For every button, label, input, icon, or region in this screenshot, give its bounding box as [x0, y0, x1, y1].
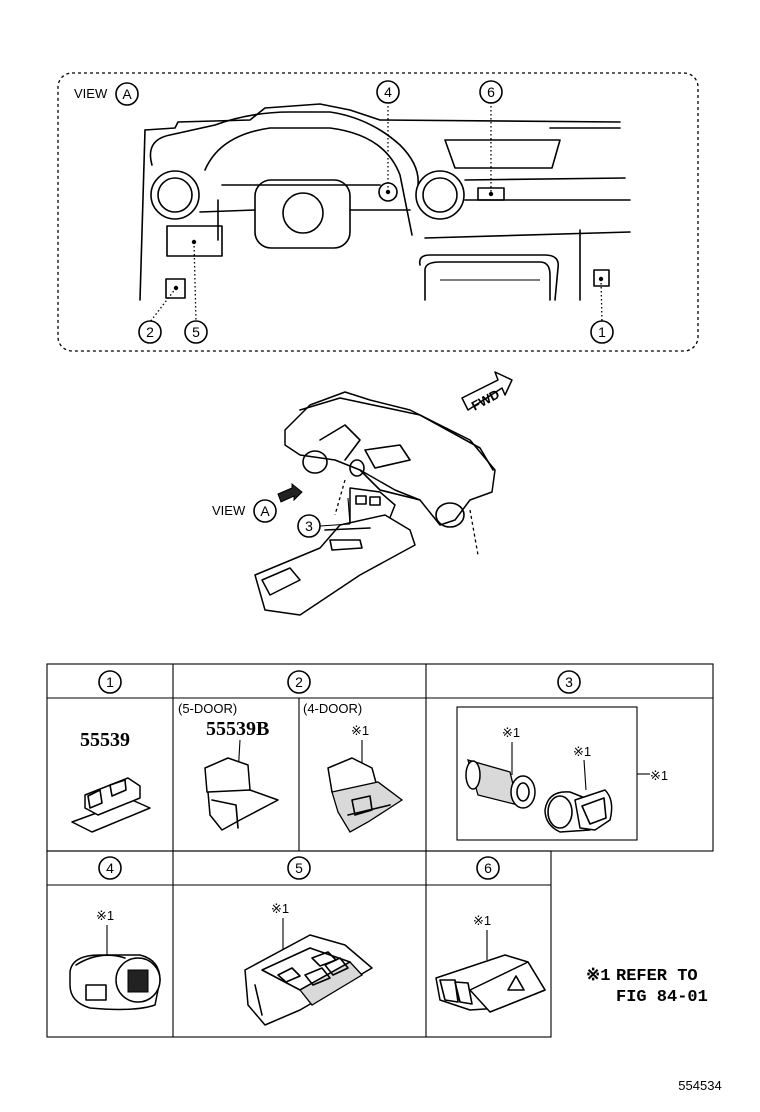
callout-1-circle [590, 320, 614, 344]
svg-text:3: 3 [565, 674, 573, 690]
cell3-ref-outer: ※1 [650, 768, 668, 783]
callout-5-number: 5 [192, 324, 200, 340]
cell2-left-code: 55539B [206, 718, 269, 740]
header-5: 5 [287, 856, 311, 880]
note-line1: REFER TO [616, 967, 698, 986]
cell1-part-code: 55539 [80, 729, 130, 751]
cell2-right-variant: (4-DOOR) [303, 701, 362, 716]
header-3: 3 [557, 670, 581, 694]
switch-1-location [593, 269, 610, 287]
dashboard-drawing [139, 103, 631, 301]
cell6-ref: ※1 [473, 913, 491, 928]
callout-1-number: 1 [598, 324, 606, 340]
cell5-switch-drawing [244, 934, 373, 1026]
callout-2-circle [138, 320, 162, 344]
overview-view-label: VIEW [212, 503, 246, 518]
hazard-switch-location [477, 187, 505, 201]
view-a-label: VIEW [74, 86, 108, 101]
dashboard-overview: FWD VIEW A 3 [212, 371, 513, 616]
cell4-switch-drawing [69, 954, 161, 1011]
cell3-ref-b: ※1 [573, 744, 591, 759]
fwd-arrow: FWD [461, 371, 513, 414]
header-6: 6 [476, 856, 500, 880]
callout-6-circle [479, 80, 503, 104]
cell4-ref: ※1 [96, 908, 114, 923]
svg-text:5: 5 [295, 860, 303, 876]
cell1-switch-drawing [71, 777, 151, 833]
svg-text:6: 6 [484, 860, 492, 876]
header-4: 4 [98, 856, 122, 880]
switch-5-location [166, 225, 223, 257]
parts-table: 1 2 3 4 5 6 55539 (5-D [46, 663, 714, 1038]
callout-6-number: 6 [487, 84, 495, 100]
note-line2: FIG 84-01 [616, 988, 708, 1007]
refer-note: ※1 REFER TO FIG 84-01 [586, 967, 708, 1007]
table-top-row [46, 663, 714, 852]
cell3-ref-a: ※1 [502, 725, 520, 740]
callout-4-circle [376, 80, 400, 104]
view-a-callouts: 4 6 2 5 1 [138, 80, 614, 344]
view-a-border [57, 72, 699, 352]
view-direction-arrow [277, 482, 303, 503]
callout-4-number: 4 [384, 84, 392, 100]
view-a-panel: VIEW A [57, 72, 699, 352]
note-mark: ※1 [586, 967, 610, 986]
svg-text:4: 4 [106, 860, 114, 876]
svg-text:2: 2 [295, 674, 303, 690]
cell5-ref: ※1 [271, 901, 289, 916]
cell2-left-variant: (5-DOOR) [178, 701, 237, 716]
callout-2-number: 2 [146, 324, 154, 340]
cell2-right-switch-drawing [327, 757, 404, 833]
svg-text:1: 1 [106, 674, 114, 690]
figure-number: 554534 [678, 1078, 721, 1093]
cell2-left-switch-drawing [204, 757, 279, 831]
fwd-label: FWD [469, 386, 502, 413]
callout-5-circle [184, 320, 208, 344]
cell3-socket-drawing [465, 759, 613, 833]
cell6-switch-drawing [435, 954, 546, 1013]
overview-view-letter: A [260, 503, 270, 519]
cell2-right-ref: ※1 [351, 723, 369, 738]
callout-3-number: 3 [305, 518, 313, 534]
switch-2-location [165, 278, 186, 299]
header-2: 2 [287, 670, 311, 694]
overview-view-letter-circle [253, 499, 277, 523]
table-bottom-row [46, 850, 552, 1038]
header-1: 1 [98, 670, 122, 694]
view-a-letter-circle [115, 82, 139, 106]
view-a-letter: A [122, 86, 132, 102]
